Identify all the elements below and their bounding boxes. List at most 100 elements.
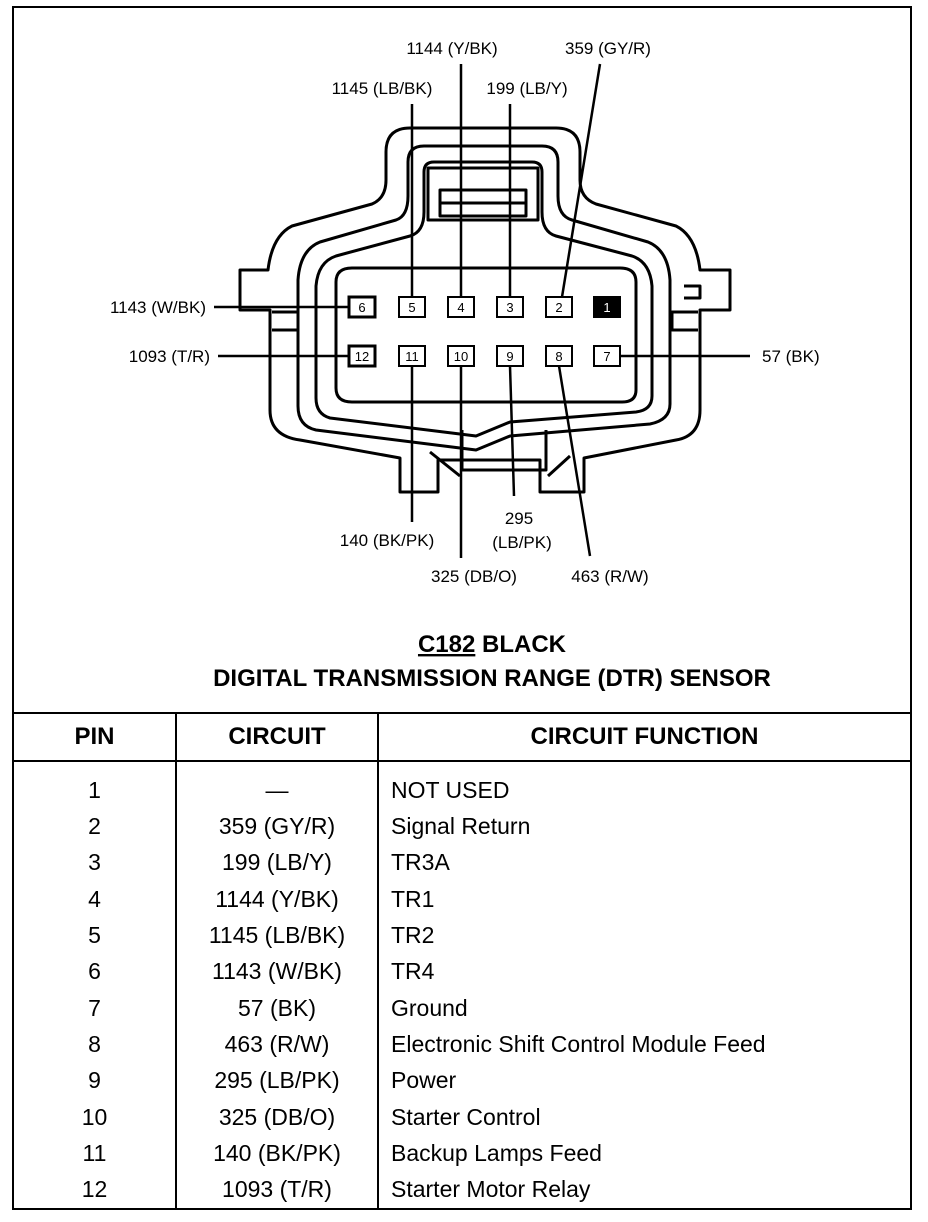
pin-2-box xyxy=(545,296,573,318)
cell-function: Backup Lamps Feed xyxy=(377,1135,910,1172)
outer-shell xyxy=(238,126,732,494)
bottom-right-foot xyxy=(546,454,572,478)
cell-circuit: 1144 (Y/BK) xyxy=(175,881,378,918)
cell-circuit: 325 (DB/O) xyxy=(175,1098,378,1136)
table-header-row: PIN CIRCUIT CIRCUIT FUNCTION xyxy=(14,712,910,762)
pin-cavity xyxy=(334,266,638,404)
cell-pin: 8 xyxy=(88,1030,101,1057)
cell-function: TR3A xyxy=(377,844,910,882)
header-pin: PIN xyxy=(14,712,176,762)
table-row: 12 1093 (T/R)Starter Motor Relay xyxy=(14,1171,910,1208)
label-pin-6: 1143 (W/BK) xyxy=(110,298,206,317)
cell-function: TR1 xyxy=(377,881,910,918)
label-pin-8: 463 (R/W) xyxy=(571,567,648,586)
connector-outline xyxy=(238,126,732,494)
cell-circuit: 1143 (W/BK) xyxy=(175,953,378,990)
cell-pin: 6 xyxy=(88,958,101,985)
left-notch xyxy=(684,284,702,300)
cell-circuit: — xyxy=(175,761,378,809)
table-row: 5 1145 (LB/BK)TR2 xyxy=(14,917,910,954)
inner-shell-2 xyxy=(314,160,654,438)
pin-9-number: 9 xyxy=(506,349,513,364)
cell-function: Starter Motor Relay xyxy=(377,1171,910,1208)
pin-12-number: 12 xyxy=(355,349,369,364)
label-pin-9-line2: (LB/PK) xyxy=(492,533,552,552)
table-row: 3 199 (LB/Y)TR3A xyxy=(14,844,910,882)
header-circuit-function: CIRCUIT FUNCTION xyxy=(377,712,910,762)
inner-shell-1 xyxy=(296,144,672,452)
cell-circuit: 295 (LB/PK) xyxy=(175,1062,378,1099)
cell-function: NOT USED xyxy=(377,761,910,809)
leader-pin-8 xyxy=(557,365,592,557)
label-pin-7: 57 (BK) xyxy=(762,347,820,366)
label-pin-4: 1144 (Y/BK) xyxy=(406,39,497,58)
pin-8-number: 8 xyxy=(555,349,562,364)
cell-circuit: 140 (BK/PK) xyxy=(175,1135,378,1172)
pin-10-number: 10 xyxy=(454,349,468,364)
cell-pin: 7 xyxy=(88,994,101,1021)
label-pin-10: 325 (DB/O) xyxy=(431,567,517,586)
cell-pin: 11 xyxy=(82,1139,107,1166)
bottom-left-foot xyxy=(429,450,461,478)
cell-circuit: 199 (LB/Y) xyxy=(175,844,378,882)
cell-pin: 9 xyxy=(88,1067,101,1094)
cell-function: Power xyxy=(377,1062,910,1099)
cell-pin: 4 xyxy=(88,885,101,912)
label-pin-3: 199 (LB/Y) xyxy=(486,79,567,98)
leader-pin-2 xyxy=(560,63,602,298)
cell-function: TR2 xyxy=(377,917,910,954)
pin-1-number: 1 xyxy=(603,300,610,315)
leader-lines xyxy=(214,63,750,558)
connector-diagram: 6 5 4 3 2 1 12 11 10 9 8 7 xyxy=(110,39,820,692)
right-tab xyxy=(670,310,698,332)
connector-title-line2: DIGITAL TRANSMISSION RANGE (DTR) SENSOR xyxy=(213,665,771,692)
pin-11-number: 11 xyxy=(405,349,419,364)
cell-circuit: 1145 (LB/BK) xyxy=(175,917,378,954)
cell-pin: 12 xyxy=(81,1176,108,1203)
cell-circuit: 1093 (T/R) xyxy=(175,1171,378,1208)
table-row: 2 359 (GY/R)Signal Return xyxy=(14,808,910,845)
cell-pin: 10 xyxy=(81,1103,108,1130)
pin-4-number: 4 xyxy=(457,300,464,315)
cell-circuit: 463 (R/W) xyxy=(175,1026,378,1063)
label-pin-12: 1093 (T/R) xyxy=(129,347,210,366)
cell-function: Ground xyxy=(377,989,910,1027)
leader-pin-9 xyxy=(508,365,516,497)
pin-5-number: 5 xyxy=(408,300,415,315)
header-circuit: CIRCUIT xyxy=(175,712,378,762)
pin-7-number: 7 xyxy=(603,349,610,364)
table-row: 9 295 (LB/PK)Power xyxy=(14,1062,910,1099)
pin-2-number: 2 xyxy=(555,300,562,315)
table-row: 1 —NOT USED xyxy=(14,761,910,809)
pin-6-number: 6 xyxy=(358,300,365,315)
pin-1-box-filled xyxy=(593,296,621,318)
cell-pin: 3 xyxy=(88,849,101,876)
label-pin-2: 359 (GY/R) xyxy=(565,39,651,58)
cell-function: Electronic Shift Control Module Feed xyxy=(377,1026,910,1063)
table-row: 10 325 (DB/O)Starter Control xyxy=(14,1098,910,1136)
table-row: 11 140 (BK/PK)Backup Lamps Feed xyxy=(14,1135,910,1172)
cell-function: TR4 xyxy=(377,953,910,990)
connector-title-line1: C182 BLACK xyxy=(418,631,567,658)
cell-function: Starter Control xyxy=(377,1098,910,1136)
cell-function: Signal Return xyxy=(377,808,910,845)
cell-pin: 1 xyxy=(88,776,101,803)
table-row: 7 57 (BK)Ground xyxy=(14,989,910,1027)
table-row: 6 1143 (W/BK)TR4 xyxy=(14,953,910,990)
cell-circuit: 57 (BK) xyxy=(175,989,378,1027)
cell-pin: 5 xyxy=(88,922,101,949)
left-tab xyxy=(272,310,300,332)
table-row: 4 1144 (Y/BK)TR1 xyxy=(14,881,910,918)
label-pin-5: 1145 (LB/BK) xyxy=(332,79,433,98)
connector-color: BLACK xyxy=(482,631,567,658)
cell-pin: 2 xyxy=(88,813,101,840)
circuit-labels: 1144 (Y/BK) 359 (GY/R) 1145 (LB/BK) 199 … xyxy=(110,39,820,586)
cell-circuit: 359 (GY/R) xyxy=(175,808,378,845)
label-pin-9-line1: 295 xyxy=(505,509,533,528)
connector-title: C182 BLACK DIGITAL TRANSMISSION RANGE (D… xyxy=(213,631,771,692)
pin-grid: 6 5 4 3 2 1 12 11 10 9 8 7 xyxy=(347,295,621,368)
connector-id: C182 xyxy=(418,631,475,658)
document-frame xyxy=(12,6,912,1210)
table-row: 8 463 (R/W)Electronic Shift Control Modul… xyxy=(14,1026,910,1063)
pin-table: PIN CIRCUIT CIRCUIT FUNCTION 1—NOT USED … xyxy=(14,712,910,1208)
